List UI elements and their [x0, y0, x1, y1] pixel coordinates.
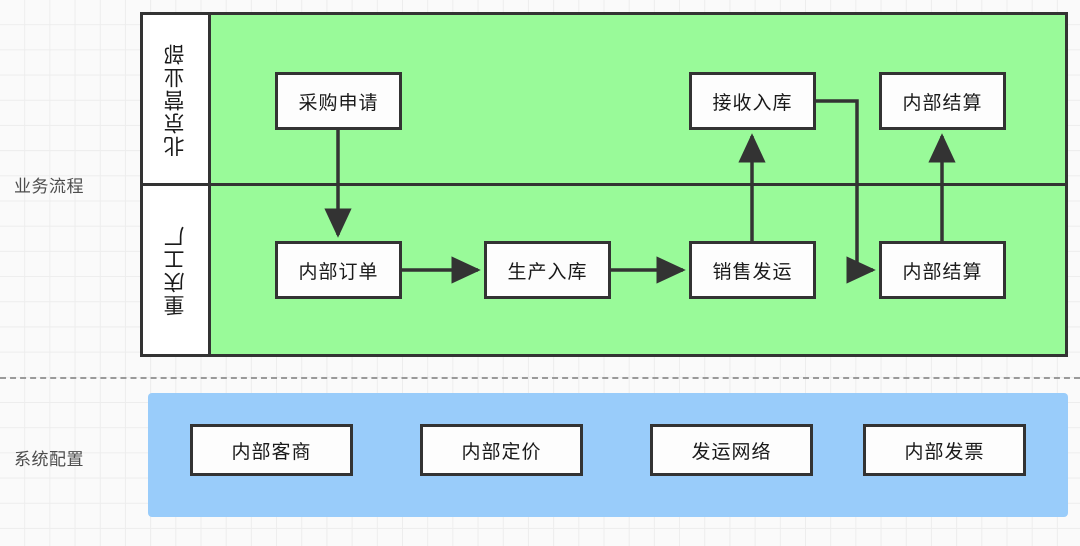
- lane-header-label: 北京营业部: [163, 41, 187, 157]
- config-node-internal-pricing[interactable]: 内部定价: [420, 424, 583, 476]
- lane-beijing-sales: 北京营业部: [143, 15, 1065, 186]
- section-label-business-process: 业务流程: [14, 177, 84, 196]
- config-node-internal-customer[interactable]: 内部客商: [190, 424, 353, 476]
- node-sales-shipment[interactable]: 销售发运: [689, 241, 816, 299]
- node-purchase-requisition[interactable]: 采购申请: [275, 72, 402, 130]
- lane-chongqing-factory: 重庆工厂: [143, 186, 1065, 354]
- node-internal-order[interactable]: 内部订单: [275, 241, 402, 299]
- lane-header-label: 重庆工厂: [163, 224, 187, 316]
- config-node-internal-invoice[interactable]: 内部发票: [863, 424, 1026, 476]
- system-config-panel: 内部客商 内部定价 发运网络 内部发票: [148, 393, 1068, 517]
- node-internal-settlement-factory[interactable]: 内部结算: [879, 241, 1006, 299]
- node-internal-settlement-sales[interactable]: 内部结算: [879, 72, 1006, 130]
- lane-header-beijing-sales: 北京营业部: [143, 15, 211, 183]
- config-node-shipping-network[interactable]: 发运网络: [650, 424, 813, 476]
- node-production-into-warehouse[interactable]: 生产入库: [484, 241, 611, 299]
- business-process-swimlane: 北京营业部 重庆工厂: [140, 12, 1068, 357]
- section-divider: [0, 377, 1080, 379]
- lane-header-chongqing-factory: 重庆工厂: [143, 186, 211, 354]
- node-receive-into-warehouse[interactable]: 接收入库: [689, 72, 816, 130]
- section-label-system-config: 系统配置: [14, 450, 84, 469]
